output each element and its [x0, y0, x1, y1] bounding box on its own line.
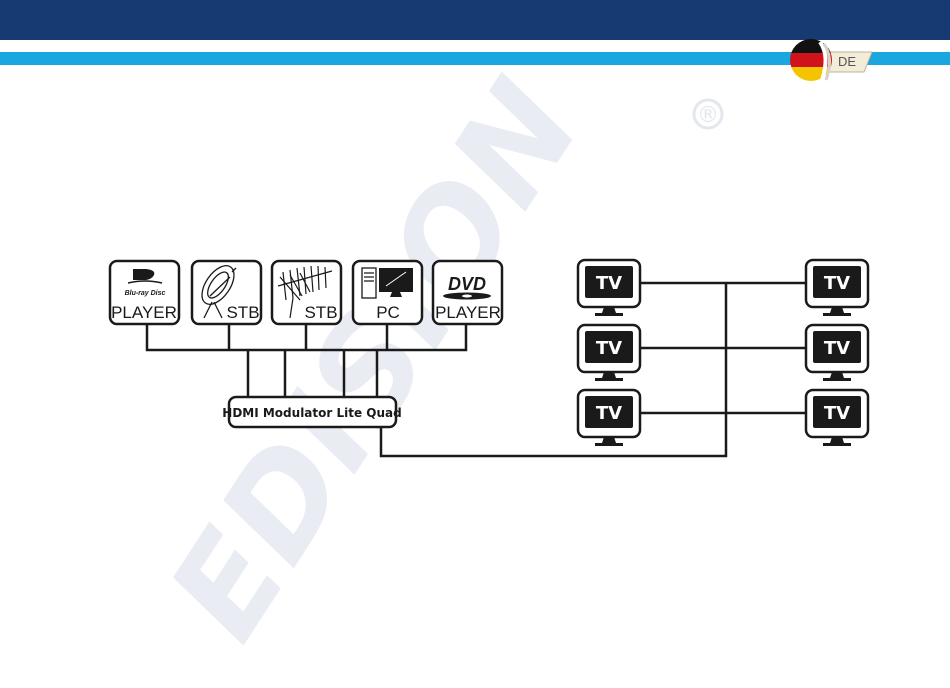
tv-left-3: TV: [578, 390, 640, 446]
tv-screen-label: TV: [824, 338, 850, 359]
source-pc: PC: [353, 261, 422, 324]
tv-screen-label: TV: [596, 273, 622, 294]
tv-left-1: TV: [578, 260, 640, 316]
tv-right-1: TV: [806, 260, 868, 316]
source-label-dvd: PLAYER: [435, 303, 501, 322]
tv-screen-label: TV: [824, 403, 850, 424]
tv-screen-label: TV: [824, 273, 850, 294]
source-bluray-player: Blu-ray Disc PLAYER: [110, 261, 179, 324]
hdmi-modulator: HDMI Modulator Lite Quad: [222, 397, 401, 427]
modulator-label: HDMI Modulator Lite Quad: [222, 406, 401, 420]
dvd-icon: DVD: [448, 274, 486, 294]
source-label-antenna: STB: [304, 303, 337, 322]
source-label-satellite: STB: [226, 303, 259, 322]
source-dvd-player: DVD PLAYER: [433, 261, 502, 324]
tv-right-2: TV: [806, 325, 868, 381]
tv-screen-label: TV: [596, 403, 622, 424]
tv-screen-label: TV: [596, 338, 622, 359]
tv-left-2: TV: [578, 325, 640, 381]
bluray-brand-label: Blu-ray Disc: [125, 290, 166, 297]
source-label-bluray: PLAYER: [111, 303, 177, 322]
source-antenna-stb: STB: [272, 261, 341, 324]
source-label-pc: PC: [376, 303, 400, 322]
source-satellite-stb: STB: [192, 260, 261, 324]
tv-right-3: TV: [806, 390, 868, 446]
